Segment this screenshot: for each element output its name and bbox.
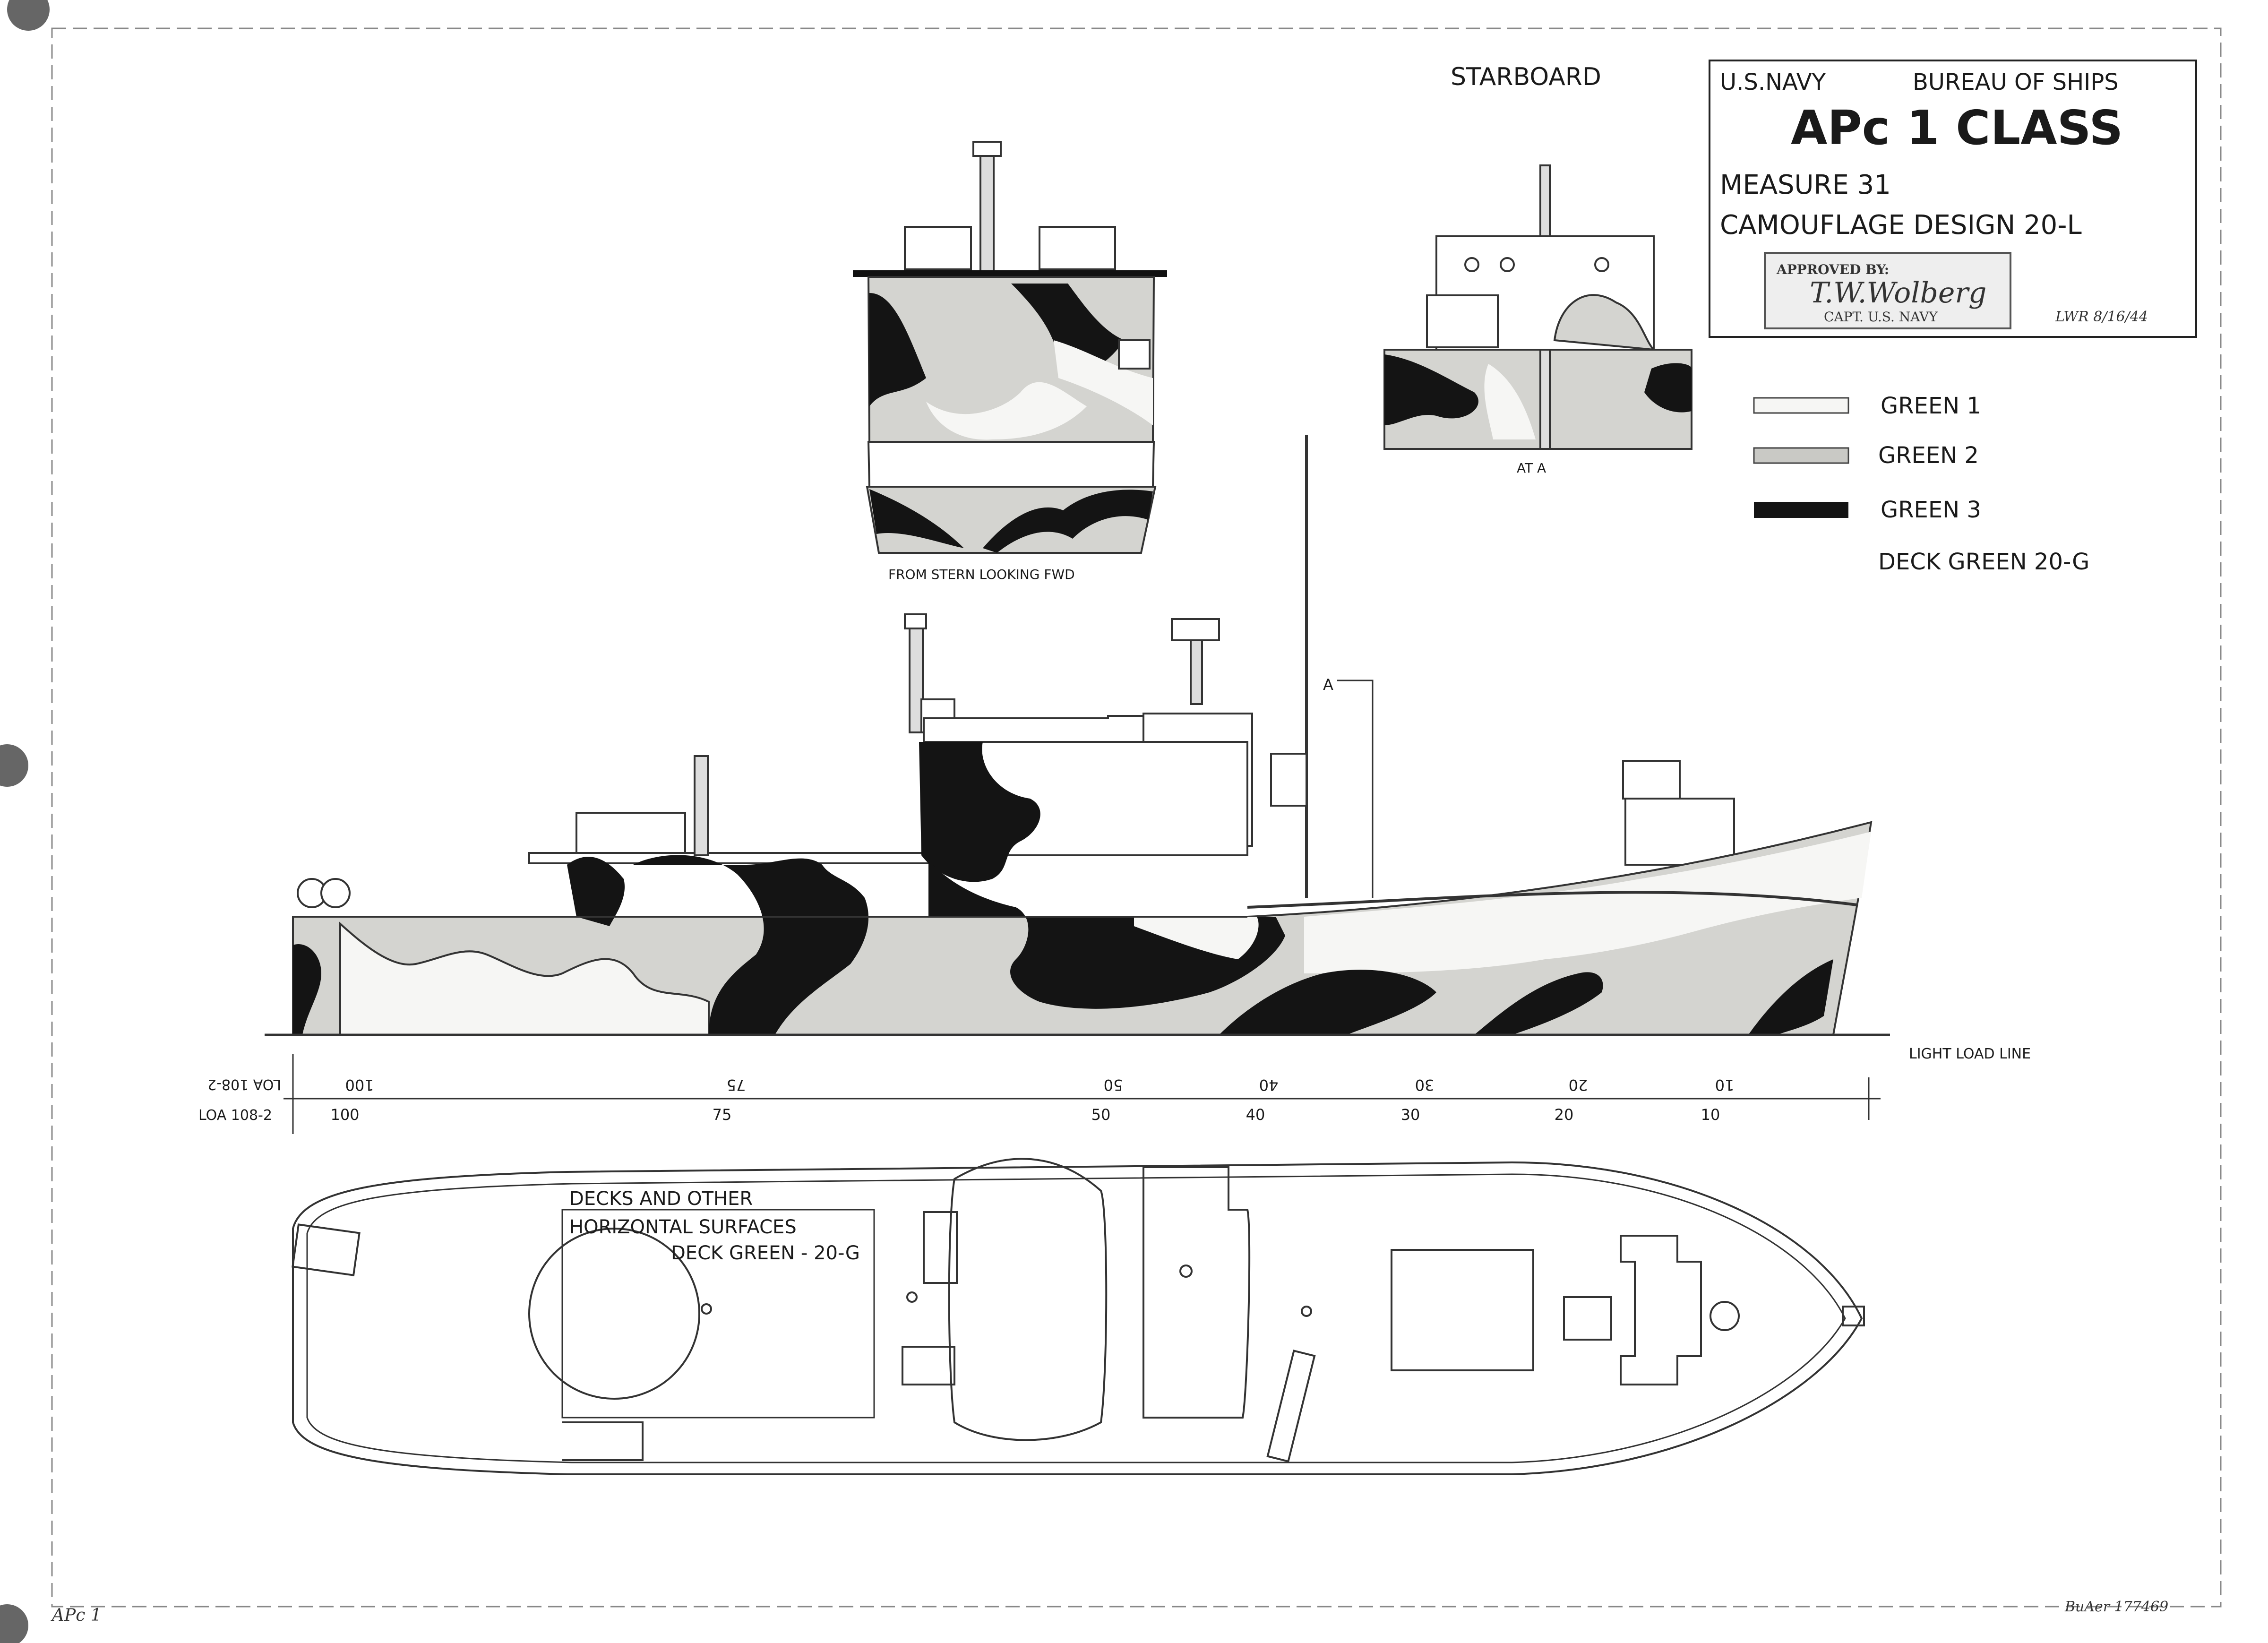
- scale-tick-lower: 10: [1701, 1106, 1720, 1124]
- legend-label-green-2: GREEN 2: [1878, 442, 1979, 469]
- plan-note-line2: HORIZONTAL SURFACES: [569, 1216, 797, 1238]
- plan-note-line3: DECK GREEN - 20-G: [671, 1242, 860, 1264]
- rank-label: CAPT. U.S. NAVY: [1824, 309, 1938, 325]
- legend-swatch-green-1: [1753, 397, 1849, 414]
- color-legend: GREEN 1 GREEN 2 GREEN 3 DECK GREEN 20-G: [1753, 393, 2089, 575]
- scale-tick-lower: 20: [1555, 1106, 1574, 1124]
- sheet-border: [51, 27, 2222, 1608]
- scale-tick-upper: 20: [1569, 1076, 1588, 1094]
- pin-hole: [0, 1604, 28, 1643]
- scale-upper-label: LOA 108-2: [207, 1076, 281, 1092]
- pin-hole: [7, 0, 50, 31]
- plan-note-line1: DECKS AND OTHER: [569, 1188, 753, 1210]
- section-view-caption: AT A: [1517, 460, 1546, 476]
- scale-tick-lower: 40: [1246, 1106, 1265, 1124]
- scale-ticks: 100 75 50 40 30 20 10 100 75 50 40 30 20…: [330, 1076, 1734, 1124]
- scale-tick-upper: 10: [1715, 1076, 1735, 1094]
- scale-tick-lower: 50: [1091, 1106, 1111, 1124]
- scale-tick-lower: 75: [713, 1106, 732, 1124]
- scale-tick-lower: 100: [330, 1106, 359, 1124]
- plan-view: [292, 1158, 1865, 1475]
- section-marker: A: [1323, 676, 1333, 694]
- legend-label-green-3: GREEN 3: [1881, 497, 1981, 523]
- approved-label: APPROVED BY:: [1776, 262, 1889, 277]
- side-profile: [265, 435, 1890, 1036]
- scale-tick-upper: 75: [727, 1076, 746, 1094]
- bureau-label: BUREAU OF SHIPS: [1913, 69, 2119, 95]
- approval-signature: T.W.Wolberg: [1810, 276, 1986, 310]
- measure-label: MEASURE 31: [1720, 170, 1891, 200]
- section-view: [1383, 164, 1692, 450]
- starboard-label: STARBOARD: [1451, 63, 1601, 91]
- footer-left-label: APc 1: [51, 1606, 102, 1625]
- title-block: U.S.NAVY BUREAU OF SHIPS APc 1 CLASS MEA…: [1709, 60, 2197, 338]
- scale-tick-upper: 30: [1415, 1076, 1435, 1094]
- class-title: APc 1 CLASS: [1791, 100, 2123, 155]
- org-label: U.S.NAVY: [1720, 69, 1826, 95]
- length-scale: [284, 1054, 1881, 1134]
- legend-swatch-green-3: [1754, 502, 1848, 518]
- scale-tick-upper: 40: [1259, 1076, 1279, 1094]
- stern-view: [853, 141, 1167, 554]
- footer-right-label: BuAer 177469: [2064, 1599, 2168, 1615]
- scale-tick-upper: 100: [345, 1076, 374, 1094]
- stern-view-caption: FROM STERN LOOKING FWD: [888, 567, 1075, 582]
- scale-lower-label: LOA 108-2: [198, 1107, 272, 1124]
- approval-stamp: APPROVED BY: T.W.Wolberg CAPT. U.S. NAVY: [1764, 252, 2011, 329]
- scale-tick-upper: 50: [1104, 1076, 1123, 1094]
- load-line-label: LIGHT LOAD LINE: [1909, 1046, 2031, 1062]
- pin-hole: [0, 744, 28, 787]
- design-label: CAMOUFLAGE DESIGN 20-L: [1720, 210, 2082, 241]
- legend-label-deck-green: DECK GREEN 20-G: [1878, 549, 2089, 575]
- scale-tick-lower: 30: [1401, 1106, 1420, 1124]
- initials-date: LWR 8/16/44: [2055, 309, 2148, 325]
- legend-swatch-green-2: [1753, 447, 1849, 464]
- legend-label-green-1: GREEN 1: [1881, 393, 1981, 419]
